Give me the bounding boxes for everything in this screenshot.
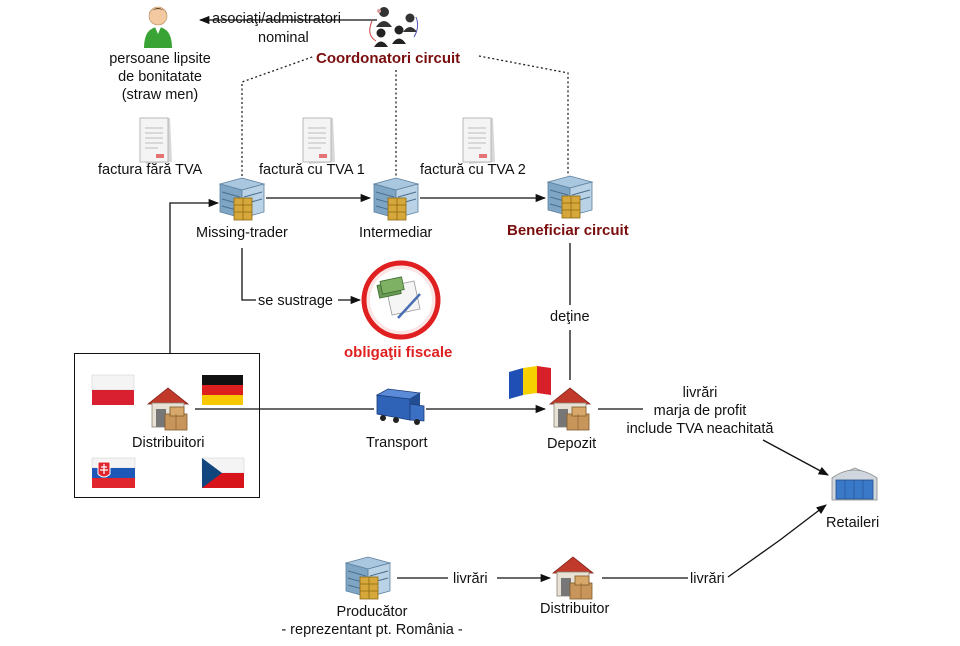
company-building-icon [373,177,419,221]
money-and-document-icon [361,260,441,340]
company-building-icon [547,175,593,219]
retaileri-label: Retaileri [826,515,880,531]
deliveries-label-2: livrări [690,571,725,587]
coordinators-label: Coordonatori circuit [314,50,463,68]
producer-label: Producător - reprezentant pt. România - [281,604,463,638]
se-sustrage-label: se sustrage [258,293,333,309]
straw-men-label: persoane lipsite de bonitatate (straw me… [109,51,211,103]
depozit-label: Depozit [547,436,597,452]
distributors-box [74,353,260,498]
intermediar-label: Intermediar [359,225,433,241]
transport-label: Transport [366,435,428,451]
beneficiar-label: Beneficiar circuit [507,222,629,239]
distributors-label: Distribuitori [132,435,205,451]
deliveries-label-1: livrări [453,571,488,587]
connectors [169,15,829,583]
invoice-vat2-label: factură cu TVA 2 [420,162,526,178]
invoice-vat1-label: factură cu TVA 1 [259,162,365,178]
flag-czech-republic-icon [201,457,245,488]
company-building-icon [219,177,265,221]
retail-store-icon [831,467,878,501]
straw-top-label: asociaţi/admistratori [212,11,341,27]
person-icon [144,6,172,48]
document-icon [302,117,336,165]
document-icon [462,117,496,165]
distributor-label: Distribuitor [540,601,610,617]
detine-label: deţine [550,309,590,325]
straw-bottom-label: nominal [258,30,309,46]
flag-poland-icon [91,374,135,405]
flag-germany-icon [202,375,243,405]
missing-trader-label: Missing-trader [196,225,288,241]
document-icon [139,117,173,165]
deliveries-profit-label: livrări marja de profit include TVA neac… [626,385,774,437]
warehouse-icon [549,387,591,431]
flag-slovakia-icon [91,457,136,488]
coordinator-links [241,55,569,176]
flag-romania-icon [509,366,551,399]
company-building-icon [345,556,391,600]
group-of-people-icon [369,7,419,47]
warehouse-icon [552,556,594,600]
truck-icon [375,388,425,425]
invoice-no-vat-label: factura fără TVA [98,162,203,178]
fiscal-obligations-label: obligaţii fiscale [344,344,453,361]
